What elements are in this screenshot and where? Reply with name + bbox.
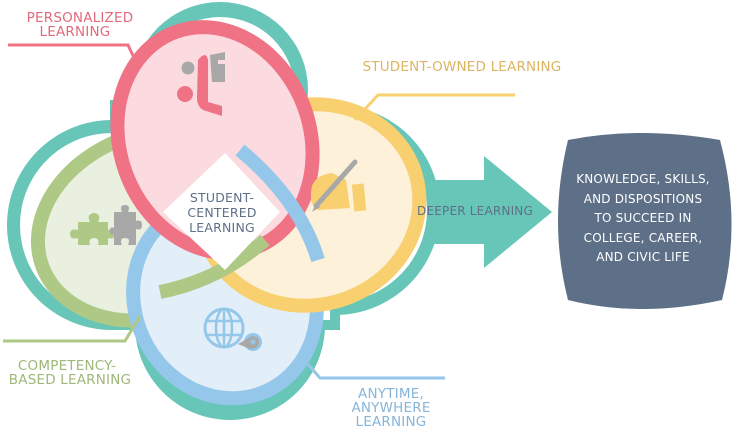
center-area <box>163 153 280 270</box>
center-label-1: STUDENT- <box>190 190 254 205</box>
competency-leader-line <box>3 315 142 343</box>
outcome-box <box>558 133 732 309</box>
puzzle-pieces-icon <box>70 205 142 245</box>
hand-writing-icon <box>310 159 367 212</box>
globe-location-icon <box>203 307 262 351</box>
competency-label-1: COMPETENCY- <box>18 358 116 374</box>
student-owned-leader-line <box>353 93 515 122</box>
anytime-label-1: ANYTIME, <box>358 386 424 402</box>
anytime-label-2: ANYWHERE <box>351 400 430 416</box>
outcome-line-4: COLLEGE, CAREER, <box>584 231 703 245</box>
personalized-label-1: PERSONALIZED <box>27 10 134 26</box>
student-owned-label: STUDENT-OWNED LEARNING <box>363 59 562 75</box>
anytime-leader-line <box>298 354 445 380</box>
personalized-leader-line <box>8 43 137 61</box>
competency-label-2: BASED LEARNING <box>9 372 131 388</box>
anytime-label-3: LEARNING <box>356 414 427 430</box>
deeper-learning-label: DEEPER LEARNING <box>417 204 533 218</box>
center-label-3: LEARNING <box>189 220 255 235</box>
outcome-line-2: AND DISPOSITIONS <box>584 192 703 206</box>
center-label-2: CENTERED <box>187 205 256 220</box>
personalized-label-2: LEARNING <box>40 24 111 40</box>
student-at-desk-icon <box>177 52 225 116</box>
outcome-line-3: TO SUCCEED IN <box>593 211 691 225</box>
green-weave <box>158 234 270 299</box>
outcome-line-5: AND CIVIC LIFE <box>596 250 690 264</box>
blue-weave <box>235 144 325 263</box>
outcome-line-1: KNOWLEDGE, SKILLS, <box>576 172 710 186</box>
